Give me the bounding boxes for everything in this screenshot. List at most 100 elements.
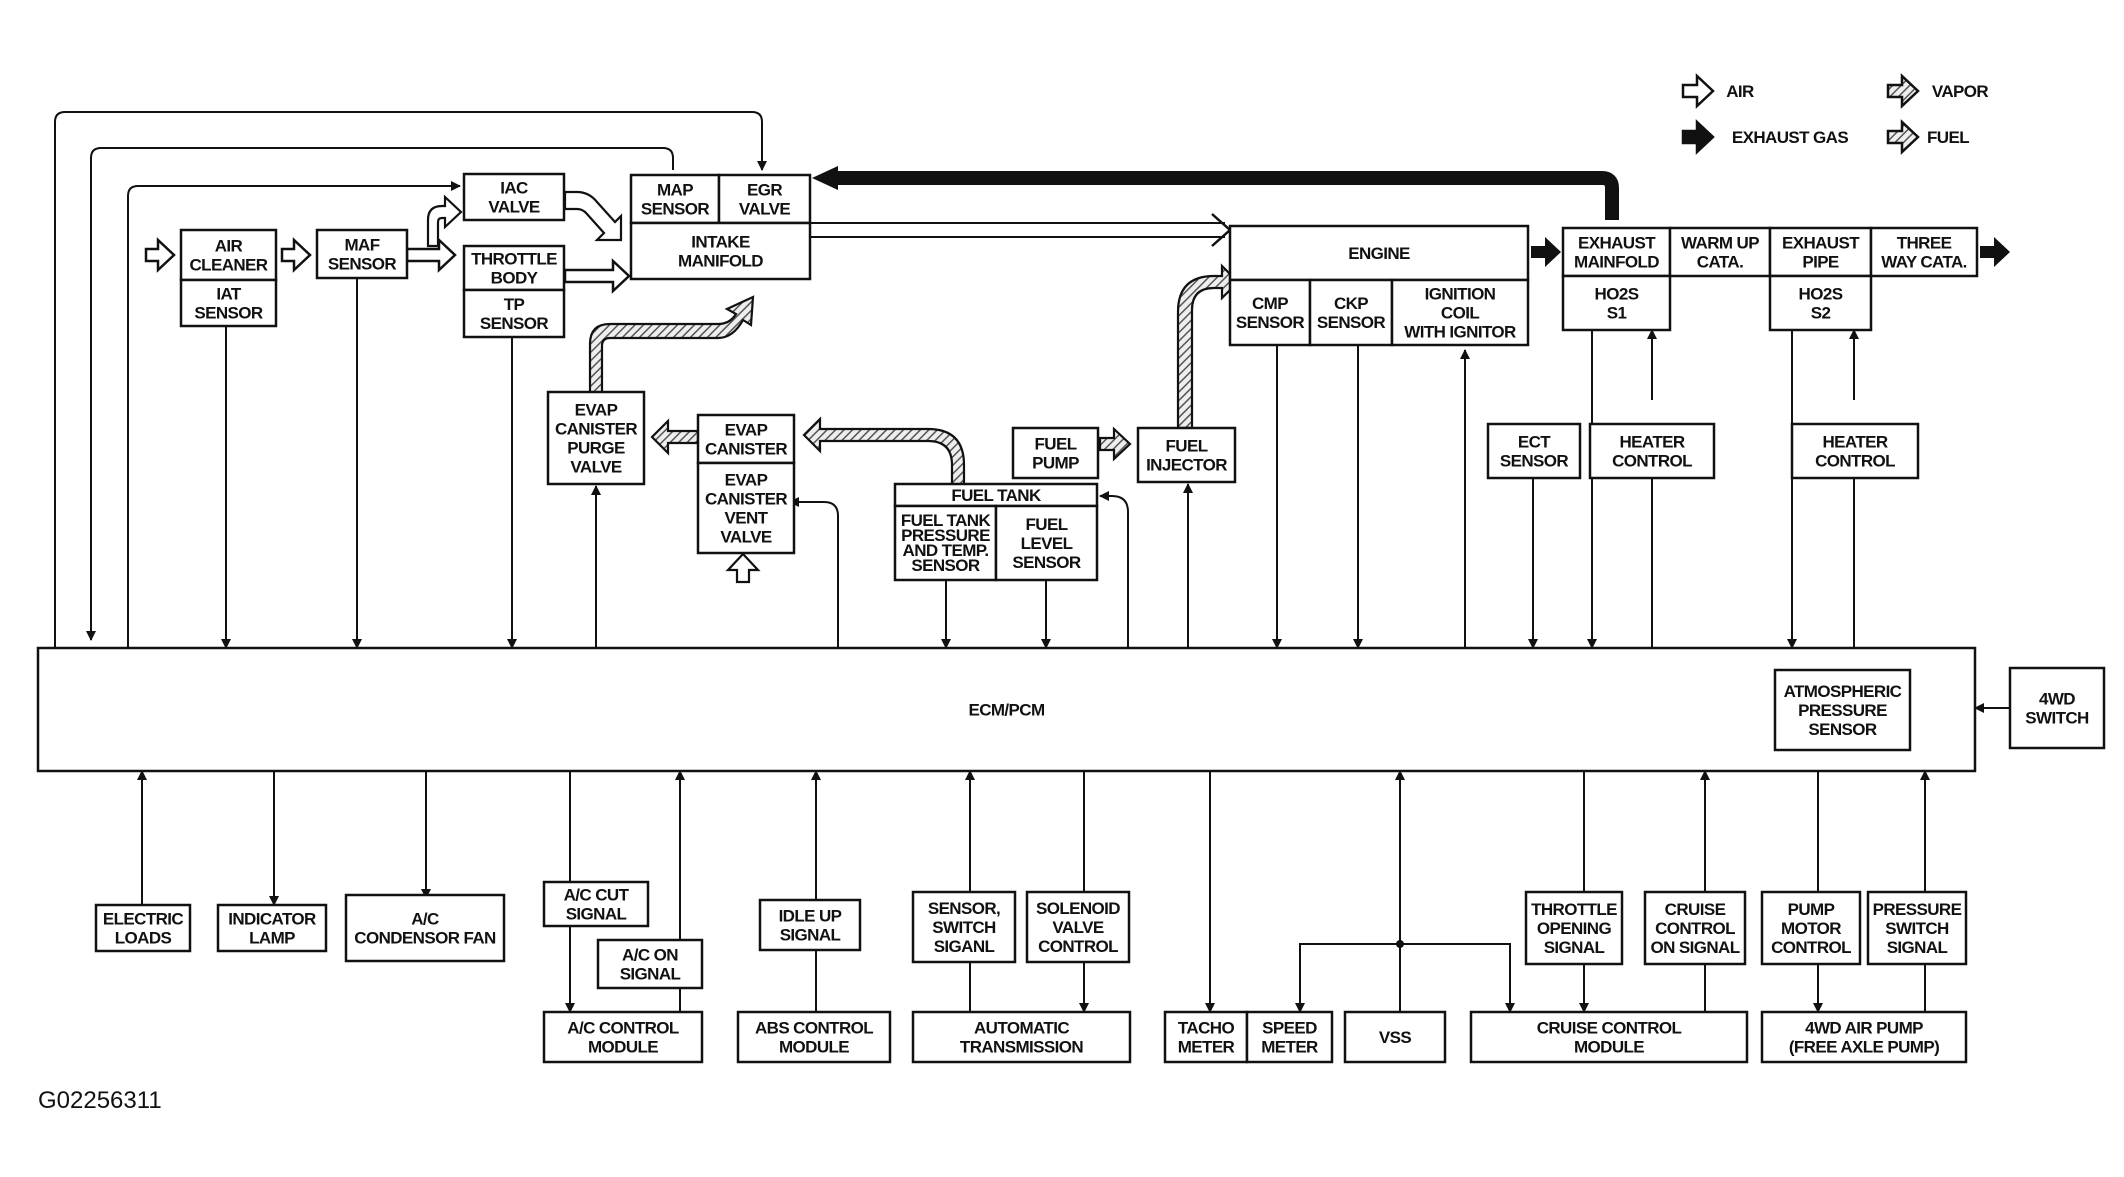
legend-exhaust-gas: EXHAUST GAS	[1732, 128, 1848, 147]
electric-loads-label: ELECTRIC	[103, 909, 184, 928]
fuel-level-sensor-label: LEVEL	[1021, 534, 1073, 553]
4wd-air-pump-label: 4WD AIR PUMP	[1805, 1018, 1923, 1037]
fuel-level-sensor-label: FUEL	[1026, 515, 1068, 534]
fuel-pump-label: PUMP	[1032, 453, 1079, 472]
ignition-coil-label: COIL	[1441, 303, 1479, 322]
throttle-body-label: THROTTLE	[471, 249, 557, 268]
vapor-arrow-icon	[588, 295, 755, 396]
exhaust-manifold-label: EXHAUST	[1578, 233, 1656, 252]
indicator-lamp-label: INDICATOR	[228, 909, 316, 928]
atmospheric-pressure-sensor-label: SENSOR	[1808, 720, 1877, 739]
pump-motor-control-label: MOTOR	[1781, 919, 1841, 938]
air-arrow-icon	[426, 194, 463, 248]
iat-sensor-label: IAT	[216, 284, 242, 303]
tacho-meter-label: TACHO	[1178, 1018, 1235, 1037]
fuel-tank-pressure-sensor-label: PRESSURE	[901, 526, 990, 545]
pump-motor-control-label: PUMP	[1788, 900, 1835, 919]
sensor-switch-signal-label: SENSOR,	[928, 899, 1000, 918]
air-arrow-icon	[280, 237, 312, 273]
legend-fuel: FUEL	[1927, 128, 1969, 147]
cruise-control-on-signal-label: ON SIGNAL	[1650, 938, 1739, 957]
three-way-cata-label: WAY CATA.	[1881, 252, 1967, 271]
electric-loads-label: LOADS	[115, 928, 172, 947]
ignition-coil-label: IGNITION	[1425, 284, 1496, 303]
components: AIRCLEANERIATSENSORMAFSENSORIACVALVETHRO…	[36, 172, 2106, 1064]
tp-sensor-label: TP	[504, 295, 525, 314]
ecm-pcm-box: ECM/PCM	[36, 646, 1977, 773]
fuel-tank-pressure-sensor-label: SENSOR	[911, 556, 980, 575]
atmospheric-pressure-sensor-label: PRESSURE	[1798, 701, 1887, 720]
exhaust-arrow-icon	[1531, 237, 1561, 267]
egr-valve-label: VALVE	[739, 199, 790, 218]
fuel-arrow-icon	[1886, 119, 1920, 155]
cmp-sensor-label: CMP	[1252, 294, 1288, 313]
ect-sensor-label: SENSOR	[1500, 451, 1569, 470]
evap-vent-valve-label: CANISTER	[705, 489, 787, 508]
air-arrow-icon	[1681, 73, 1715, 109]
iat-sensor-label: SENSOR	[194, 303, 263, 322]
ckp-sensor-label: CKP	[1334, 294, 1368, 313]
solenoid-valve-control-label: VALVE	[1052, 918, 1103, 937]
4wd-air-pump-label: (FREE AXLE PUMP)	[1789, 1037, 1939, 1056]
map-sensor-label: MAP	[657, 180, 693, 199]
pressure-switch-signal-label: PRESSURE	[1873, 900, 1962, 919]
evap-vent-valve-label: VALVE	[720, 527, 771, 546]
fuel-pump-label: FUEL	[1035, 434, 1077, 453]
solenoid-valve-control-label: SOLENOID	[1036, 899, 1120, 918]
exhaust-pipe-label: EXHAUST	[1782, 233, 1860, 252]
heater-control-1-label: HEATER	[1619, 432, 1684, 451]
cruise-control-module-label: CRUISE CONTROL	[1537, 1018, 1682, 1037]
map-sensor-label: SENSOR	[641, 199, 710, 218]
air-arrow-icon	[563, 258, 631, 294]
fuel-tank-label: FUEL TANK	[951, 486, 1042, 505]
legend: AIR VAPOR EXHAUST GAS FUEL	[1681, 73, 1989, 155]
ac-cut-signal-label: A/C CUT	[564, 885, 630, 904]
vapor-arrow-icon	[1886, 73, 1920, 109]
ac-cut-signal-label: SIGNAL	[566, 904, 627, 923]
intake-manifold-label: MANIFOLD	[678, 251, 763, 270]
ho2s-s2-label: S2	[1811, 303, 1831, 322]
throttle-body-label: BODY	[491, 268, 539, 287]
exhaust-arrow-icon	[1980, 237, 2010, 267]
atmospheric-pressure-sensor-label: ATMOSPHERIC	[1784, 682, 1902, 701]
evap-vent-valve-label: VENT	[725, 508, 769, 527]
ho2s-s1-label: HO2S	[1595, 284, 1639, 303]
signal-wires	[54, 111, 2010, 1013]
vapor-arrow-icon	[802, 416, 966, 487]
throttle-opening-signal-label: THROTTLE	[1531, 900, 1617, 919]
sensor-switch-signal-label: SWITCH	[932, 918, 996, 937]
maf-sensor-label: SENSOR	[328, 254, 397, 273]
fuel-level-sensor-label: SENSOR	[1012, 553, 1081, 572]
exhaust-manifold-label: MAINFOLD	[1574, 252, 1659, 271]
ac-control-module-label: A/C CONTROL	[567, 1018, 679, 1037]
